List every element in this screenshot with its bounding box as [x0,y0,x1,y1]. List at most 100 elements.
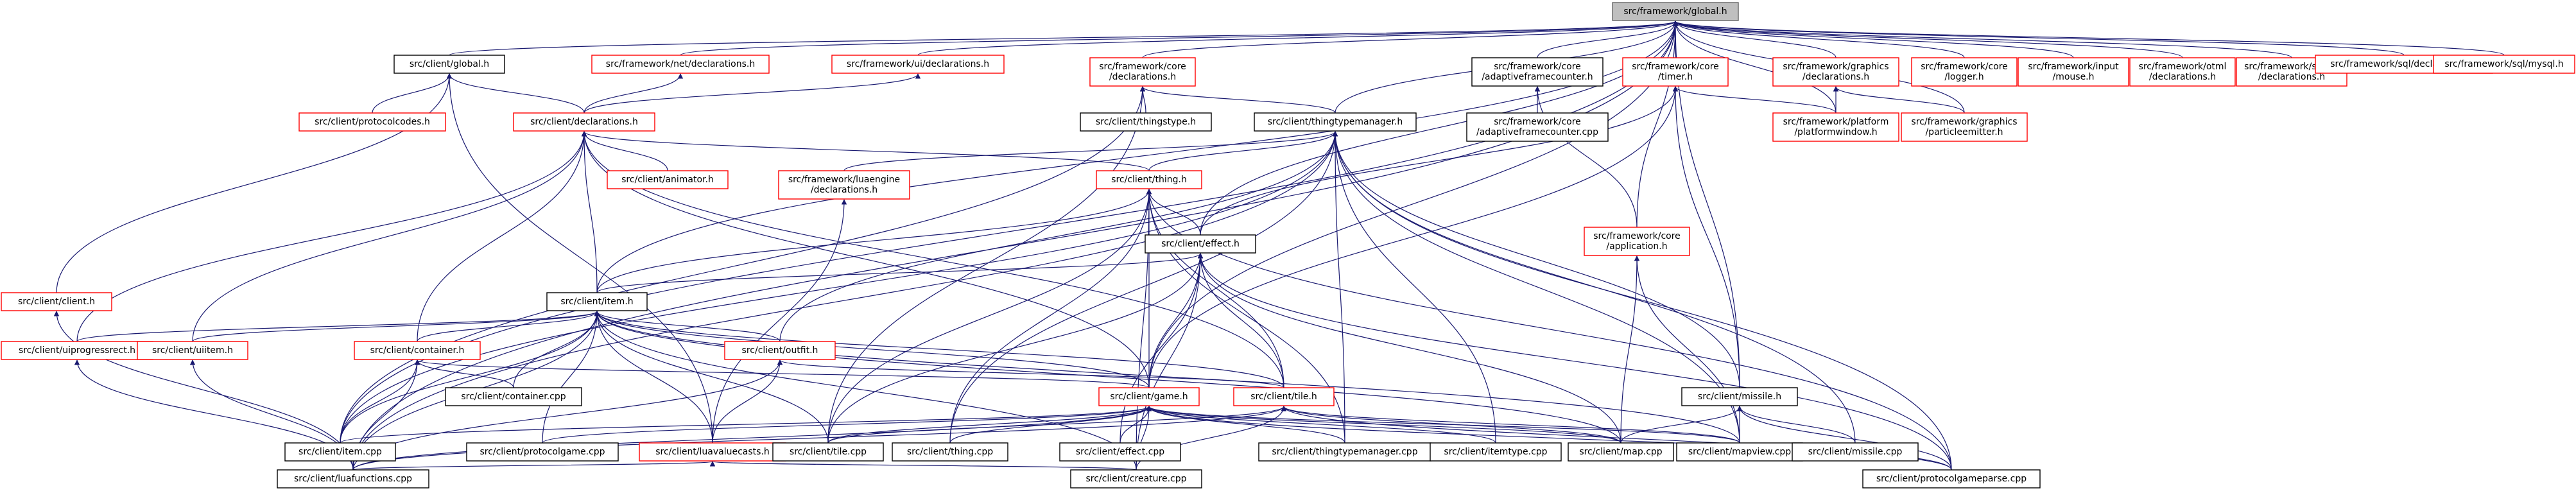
dependency-edge [1620,255,1640,444]
node-missile-cpp[interactable]: src/client/missile.cpp [1792,442,1919,462]
node-box [546,292,648,311]
dependency-edge [56,73,453,293]
node-ui-decl[interactable]: src/framework/ui/declarations.h [831,55,1005,74]
dependency-edge [1736,406,1952,471]
dependency-edge [415,359,1150,388]
node-adaptive-h[interactable]: src/framework/core/adaptiveframecounter.… [1471,57,1604,87]
node-box [137,341,248,360]
node-container-h[interactable]: src/client/container.h [354,341,481,360]
node-mapview-cpp[interactable]: src/client/mapview.cpp [1676,442,1803,462]
node-thingtypemanager-cpp[interactable]: src/client/thingtypemanager.cpp [1258,442,1431,462]
node-otml-decl[interactable]: src/framework/otml/declarations.h [2129,57,2236,87]
node-label: src/framework/net/declarations.h [606,59,755,69]
dependency-edge [1736,406,1856,444]
node-label: src/framework/graphics [1911,117,2017,127]
node-thingtypemanager-h[interactable]: src/client/thingtypemanager.h [1254,112,1417,132]
node-item-cpp[interactable]: src/client/item.cpp [284,442,396,462]
node-thing-h[interactable]: src/client/thing.h [1096,170,1202,189]
node-map-cpp[interactable]: src/client/map.cpp [1568,442,1674,462]
node-mysql-h[interactable]: src/framework/sql/mysql.h [2433,55,2575,74]
dependency-edge [1197,253,1284,388]
node-box [1254,112,1417,132]
node-client-global-h[interactable]: src/client/global.h [393,55,505,74]
node-uiprogressrect-h[interactable]: src/client/uiprogressrect.h [1,341,153,360]
node-box [1772,112,1899,142]
node-global-h[interactable]: src/framework/global.h [1612,2,1739,21]
node-mouse-h[interactable]: src/framework/input/mouse.h [2018,57,2129,87]
dependency-edge [1119,253,1204,444]
node-label: /mouse.h [2052,72,2094,82]
node-box [393,55,505,74]
node-label: /declarations.h [1802,72,1869,82]
node-label: src/framework/platform [1783,117,1889,127]
node-label: src/client/outfit.h [742,345,818,356]
node-label: src/client/thing.h [1111,175,1187,185]
node-timer-h[interactable]: src/framework/core/timer.h [1622,57,1729,87]
node-box [892,442,1008,462]
node-client-decl[interactable]: src/client/declarations.h [513,112,655,132]
dependency-edge [779,131,1338,342]
node-core-decl[interactable]: src/framework/core/declarations.h [1089,57,1196,87]
dependency-edge [1142,21,1678,58]
node-client-h[interactable]: src/client/client.h [1,292,112,311]
node-luavaluecasts-h[interactable]: src/client/luavaluecasts.h [639,442,786,462]
node-logger-h[interactable]: src/framework/core/logger.h [1911,57,2018,87]
node-box [354,341,481,360]
dependency-edge [192,131,587,342]
node-thing-cpp[interactable]: src/client/thing.cpp [892,442,1008,462]
node-tile-cpp[interactable]: src/client/tile.cpp [772,442,884,462]
node-item-h[interactable]: src/client/item.h [546,292,648,311]
dependency-edge [192,311,600,342]
node-label: src/client/missile.h [1698,392,1781,402]
node-box [607,170,729,189]
dependency-edge [1136,189,1152,471]
dependency-edge [1673,21,2505,56]
node-protocolcodes-h[interactable]: src/client/protocolcodes.h [298,112,446,132]
node-protocolgame-cpp[interactable]: src/client/protocolgame.cpp [466,442,619,462]
node-tile-h[interactable]: src/client/tile.h [1233,387,1335,406]
node-box [2129,57,2236,87]
dependency-edge [340,131,1338,444]
dependency-edge [1146,406,1345,444]
node-box [1070,469,1202,489]
node-effect-cpp[interactable]: src/client/effect.cpp [1059,442,1181,462]
dependency-edge [777,359,1284,388]
node-creature-cpp[interactable]: src/client/creature.cpp [1070,469,1202,489]
dependency-edge [1332,131,1496,444]
node-game-h[interactable]: src/client/game.h [1098,387,1200,406]
dependency-edge [1139,86,1146,114]
node-label: /declarations.h [2258,72,2325,82]
node-label: src/client/missile.cpp [1808,447,1903,457]
dependency-edge [596,253,1203,293]
node-label: /declarations.h [2149,72,2216,82]
node-outfit-h[interactable]: src/client/outfit.h [724,341,836,360]
node-missile-h[interactable]: src/client/missile.h [1681,387,1798,406]
dependency-edge [1672,21,1837,114]
node-uiitem-h[interactable]: src/client/uiitem.h [137,341,248,360]
node-label: /adaptiveframecounter.h [1482,72,1593,82]
node-itemtype-cpp[interactable]: src/client/itemtype.cpp [1430,442,1562,462]
node-label: src/client/luavaluecasts.h [655,447,770,457]
node-label: src/framework/core [1921,62,2008,72]
dependency-edge [1146,189,1201,236]
node-box [831,55,1005,74]
node-luafunctions-cpp[interactable]: src/client/luafunctions.cpp [277,469,429,489]
node-box [1,292,112,311]
node-particle-h[interactable]: src/framework/graphics/particleemitter.h [1901,112,2028,142]
node-platform-h[interactable]: src/framework/platform/platformwindow.h [1772,112,1899,142]
node-box [466,442,619,462]
node-effect-h[interactable]: src/client/effect.h [1145,234,1256,254]
node-graphics-decl[interactable]: src/framework/graphics/declarations.h [1772,57,1899,87]
node-container-cpp[interactable]: src/client/container.cpp [445,387,582,406]
node-animator-h[interactable]: src/client/animator.h [607,170,729,189]
node-application-h[interactable]: src/framework/core/application.h [1584,227,1690,256]
dependency-edge [352,131,1338,471]
node-adaptive-cpp[interactable]: src/framework/core/adaptiveframecounter.… [1466,112,1609,142]
node-thingstype-h[interactable]: src/client/thingstype.h [1080,112,1212,132]
node-box [1,341,153,360]
node-net-decl[interactable]: src/framework/net/declarations.h [591,55,770,74]
node-luaengine-decl[interactable]: src/framework/luaengine/declarations.h [778,170,910,200]
node-box [1622,57,1729,87]
node-protocolgameparse-cpp[interactable]: src/client/protocolgameparse.cpp [1862,469,2041,489]
